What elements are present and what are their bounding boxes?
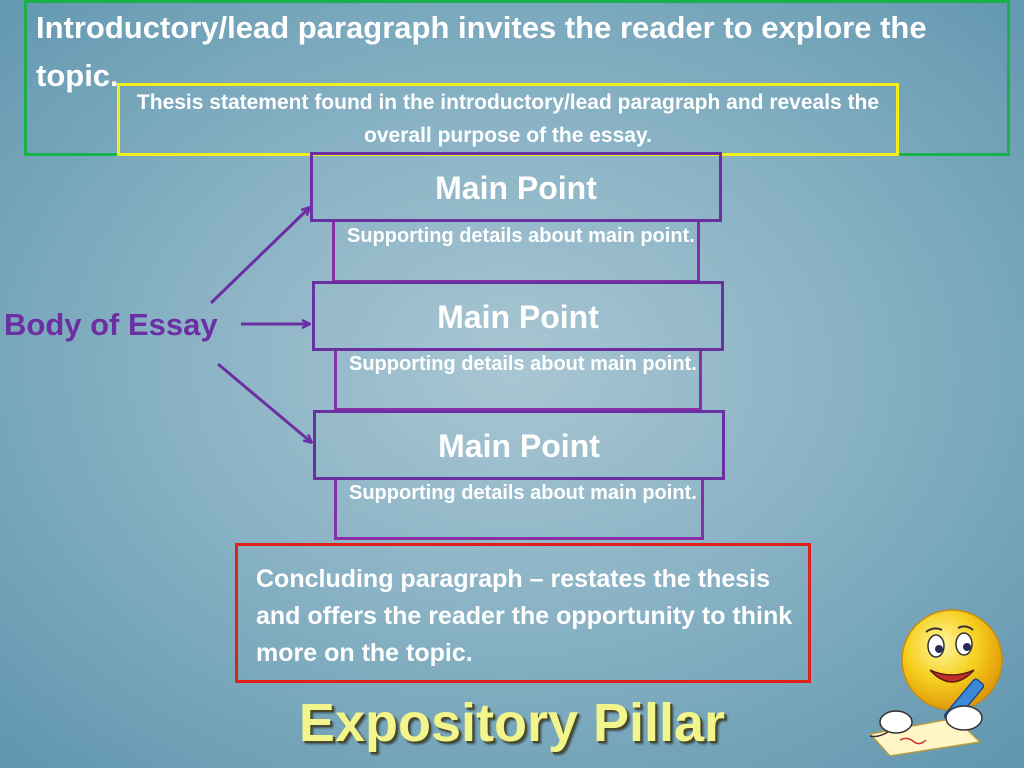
smiley-writing-icon: [868, 609, 1003, 756]
concluding-paragraph-box: Concluding paragraph – restates the thes…: [235, 543, 811, 683]
supporting-details-3: Supporting details about main point.: [334, 478, 704, 540]
thesis-statement-box: Thesis statement found in the introducto…: [117, 83, 899, 156]
body-of-essay-label: Body of Essay: [4, 307, 218, 342]
arrow-to-main-point-3: [217, 362, 311, 442]
supporting-details-2: Supporting details about main point.: [334, 349, 702, 411]
intro-paragraph-text: Introductory/lead paragraph invites the …: [36, 10, 927, 93]
arrow-to-main-point-1: [209, 208, 309, 305]
page-title: Expository Pillar: [298, 693, 726, 753]
main-point-1: Main Point: [310, 152, 722, 222]
main-point-3: Main Point: [313, 410, 725, 480]
main-point-2: Main Point: [312, 281, 724, 351]
